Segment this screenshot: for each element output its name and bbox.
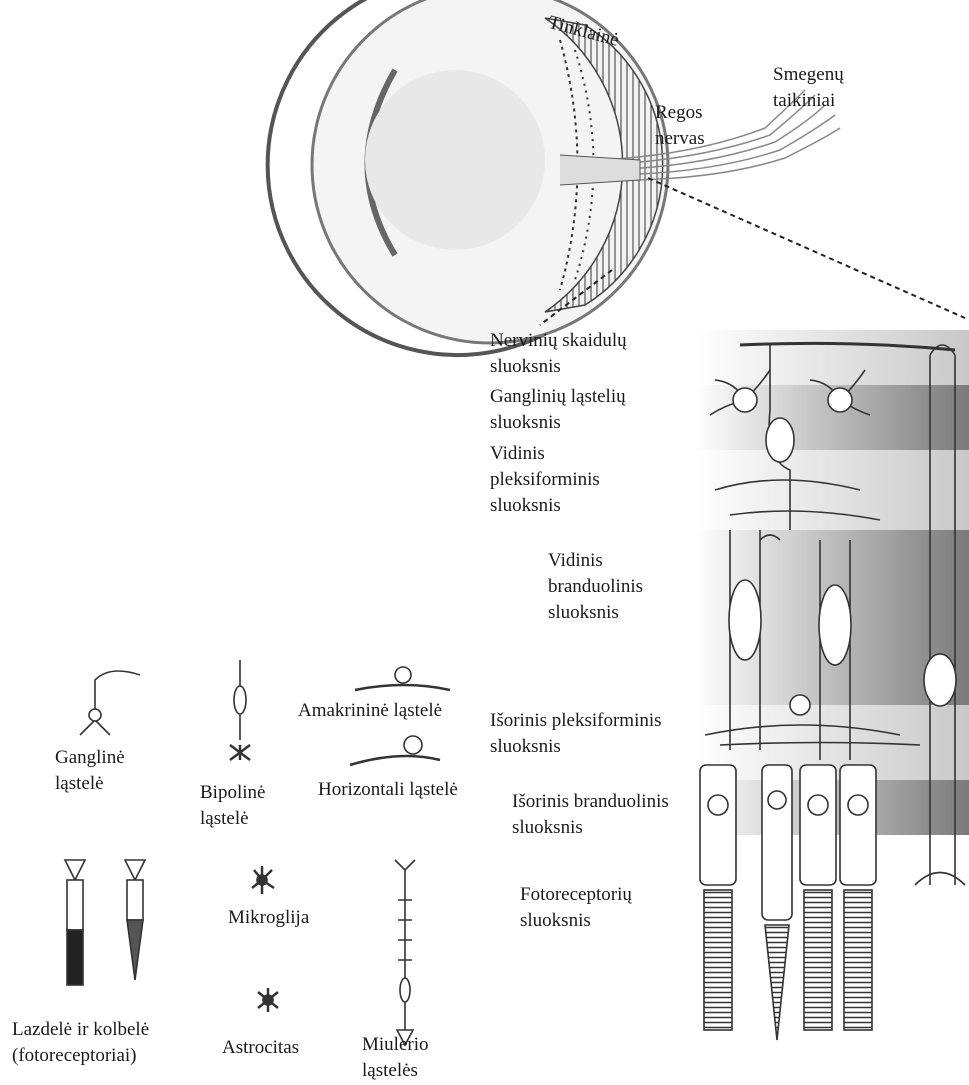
outer-nuclear-layer-label: Išorinis branduolinis sluoksnis [512,789,669,841]
nerve-fiber-layer-label: Nervinių skaidulų sluoksnis [490,328,627,380]
ganglion-cell-layer-label: Ganglinių ląstelių sluoksnis [490,384,626,436]
bipolar-cell-icon [230,660,250,760]
amacrine-legend-label: Amakrininė ląstelė [298,698,442,724]
astrocyte-icon [258,988,278,1012]
muller-legend-label: Miulerio ląstelės [362,1032,429,1084]
ganglion-legend-label: Ganglinė ląstelė [55,745,125,797]
rod-cone-legend-label: Lazdelė ir kolbelė (fotoreceptoriai) [12,1017,149,1069]
muller-cell-icon [395,860,415,1045]
eye-illustration [268,0,840,355]
photoreceptor-layer-label: Fotoreceptorių sluoksnis [520,882,632,934]
zoom-line-top [648,178,965,318]
microglia-legend-label: Mikroglija [228,905,309,931]
ganglion-cell-icon [80,671,140,735]
astrocyte-legend-label: Astrocitas [222,1035,299,1061]
outer-plexiform-layer-label: Išorinis pleksiforminis sluoksnis [490,708,662,760]
microglia-icon [252,866,274,894]
amacrine-cell-icon [355,667,450,690]
optic-nerve-label: Regos nervas [655,100,705,152]
lens [365,70,545,250]
horizontal-cell-icon [350,736,440,765]
rod-icon [65,860,85,985]
inner-nuclear-layer-label: Vidinis branduolinis sluoksnis [548,548,643,626]
horizontal-legend-label: Horizontali ląstelė [318,777,458,803]
photoreceptors [700,765,876,1040]
brain-targets-label: Smegenų taikiniai [773,62,844,114]
inner-plexiform-layer-label: Vidinis pleksiforminis sluoksnis [490,441,600,519]
bipolar-legend-label: Bipolinė ląstelė [200,780,265,832]
cone-icon [125,860,145,980]
